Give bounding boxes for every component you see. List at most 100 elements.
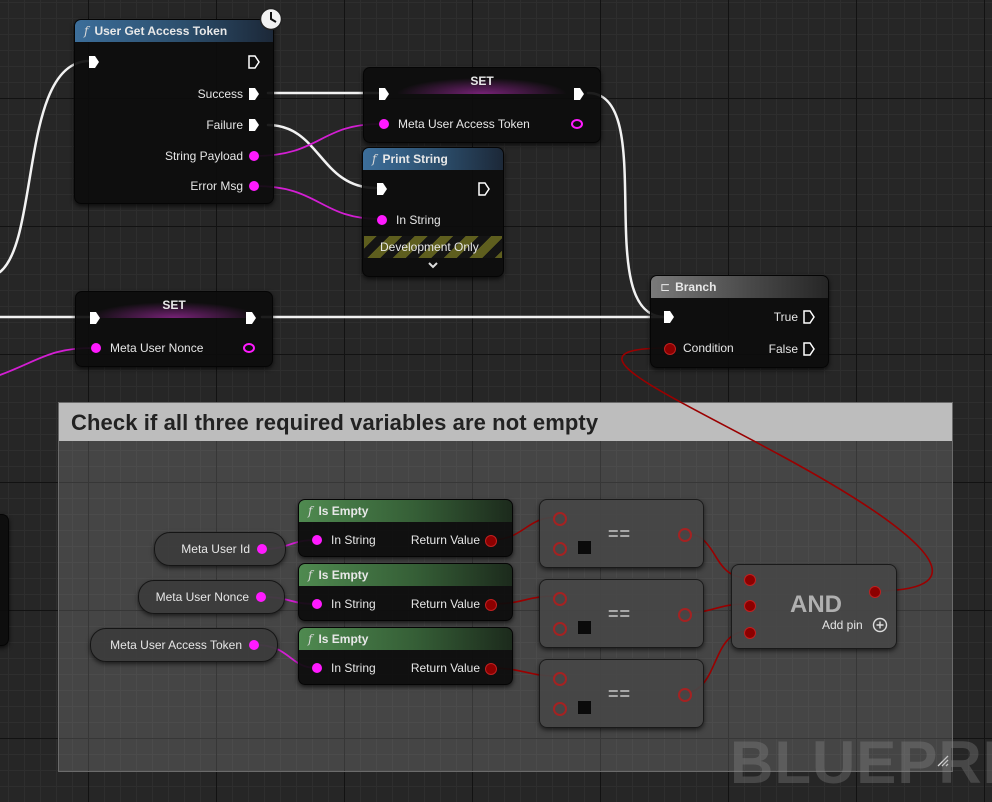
error-msg-pin[interactable] (249, 181, 259, 191)
value-in-pin[interactable] (91, 343, 101, 353)
output-pin[interactable] (678, 608, 692, 622)
and-input-pin-0[interactable] (744, 574, 756, 586)
false-label: False (768, 342, 798, 356)
add-pin-icon[interactable] (872, 617, 888, 633)
in-string-pin[interactable] (377, 215, 387, 225)
variable-meta-user-nonce[interactable]: Meta User Nonce (138, 580, 285, 614)
blueprint-watermark: BLUEPRIN (730, 729, 992, 796)
default-value-box[interactable] (578, 541, 591, 554)
return-value-label: Return Value (410, 661, 480, 675)
input-b-pin[interactable] (553, 622, 567, 636)
node-header[interactable]: SET (364, 68, 600, 94)
false-exec-pin[interactable] (803, 342, 815, 356)
resize-handle-icon[interactable] (935, 753, 949, 767)
node-equal-1[interactable]: == (539, 499, 704, 568)
string-wire-payload (254, 123, 381, 157)
exec-wire-in-left (0, 59, 92, 274)
add-pin-label[interactable]: Add pin (822, 618, 863, 632)
pin-label-error-msg: Error Msg (190, 179, 243, 193)
node-header[interactable]: ⊏Branch (651, 276, 828, 298)
variable-label: Meta User Id (181, 542, 250, 556)
node-set-access-token[interactable]: SET Meta User Access Token (363, 67, 601, 143)
equal-label: == (608, 604, 632, 624)
function-icon: f (308, 632, 313, 646)
and-label: AND (790, 591, 842, 618)
exec-wire-failure-print (266, 123, 378, 190)
default-value-box[interactable] (578, 621, 591, 634)
pin-label-success: Success (197, 87, 243, 101)
comment-title[interactable]: Check if all three required variables ar… (59, 403, 952, 441)
true-label: True (773, 310, 798, 324)
variable-out-pin[interactable] (249, 640, 259, 650)
variable-label: Meta User Access Token (110, 638, 242, 652)
failure-exec-pin[interactable] (248, 118, 260, 132)
exec-out-pin[interactable] (573, 87, 585, 101)
default-value-box[interactable] (578, 701, 591, 714)
bool-wire-and-condition (621, 347, 933, 592)
value-out-pin[interactable] (571, 119, 583, 129)
return-value-pin[interactable] (485, 599, 497, 611)
in-string-pin[interactable] (312, 663, 322, 673)
in-string-pin[interactable] (312, 535, 322, 545)
exec-in-pin[interactable] (378, 87, 390, 101)
chevron-down-icon[interactable] (427, 261, 439, 271)
input-a-pin[interactable] (553, 512, 567, 526)
in-string-label: In String (396, 213, 441, 227)
input-b-pin[interactable] (553, 542, 567, 556)
and-output-pin[interactable] (869, 586, 881, 598)
true-exec-pin[interactable] (803, 310, 815, 324)
variable-meta-user-id[interactable]: Meta User Id (154, 532, 286, 566)
set-var-label: Meta User Nonce (110, 341, 204, 355)
string-payload-pin[interactable] (249, 151, 259, 161)
exec-in-pin[interactable] (663, 310, 675, 324)
exec-in-pin[interactable] (376, 182, 388, 196)
and-input-pin-2[interactable] (744, 627, 756, 639)
node-offscreen-left[interactable] (0, 514, 9, 646)
string-wire-errormsg (254, 185, 381, 220)
function-icon: f (84, 24, 89, 38)
variable-meta-user-access-token[interactable]: Meta User Access Token (90, 628, 278, 662)
exec-in-pin[interactable] (88, 55, 100, 69)
input-a-pin[interactable] (553, 672, 567, 686)
branch-icon: ⊏ (660, 280, 671, 294)
success-exec-pin[interactable] (248, 87, 260, 101)
return-value-pin[interactable] (485, 535, 497, 547)
exec-out-pin[interactable] (248, 55, 260, 69)
output-pin[interactable] (678, 688, 692, 702)
and-input-pin-1[interactable] (744, 600, 756, 612)
node-header[interactable]: SET (76, 292, 272, 318)
in-string-pin[interactable] (312, 599, 322, 609)
node-equal-2[interactable]: == (539, 579, 704, 648)
input-b-pin[interactable] (553, 702, 567, 716)
node-and[interactable]: AND Add pin (731, 564, 897, 649)
condition-pin[interactable] (664, 343, 676, 355)
input-a-pin[interactable] (553, 592, 567, 606)
exec-out-pin[interactable] (245, 311, 257, 325)
variable-out-pin[interactable] (256, 592, 266, 602)
pin-label-failure: Failure (206, 118, 243, 132)
node-set-nonce[interactable]: SET Meta User Nonce (75, 291, 273, 367)
variable-out-pin[interactable] (257, 544, 267, 554)
set-var-label: Meta User Access Token (398, 117, 530, 131)
value-in-pin[interactable] (379, 119, 389, 129)
node-branch[interactable]: ⊏Branch True Condition False (650, 275, 829, 368)
exec-in-pin[interactable] (89, 311, 101, 325)
value-out-pin[interactable] (243, 343, 255, 353)
return-value-pin[interactable] (485, 663, 497, 675)
exec-out-pin[interactable] (478, 182, 490, 196)
return-value-label: Return Value (410, 533, 480, 547)
output-pin[interactable] (678, 528, 692, 542)
function-icon: f (372, 152, 377, 166)
function-icon: f (308, 568, 313, 582)
node-equal-3[interactable]: == (539, 659, 704, 728)
